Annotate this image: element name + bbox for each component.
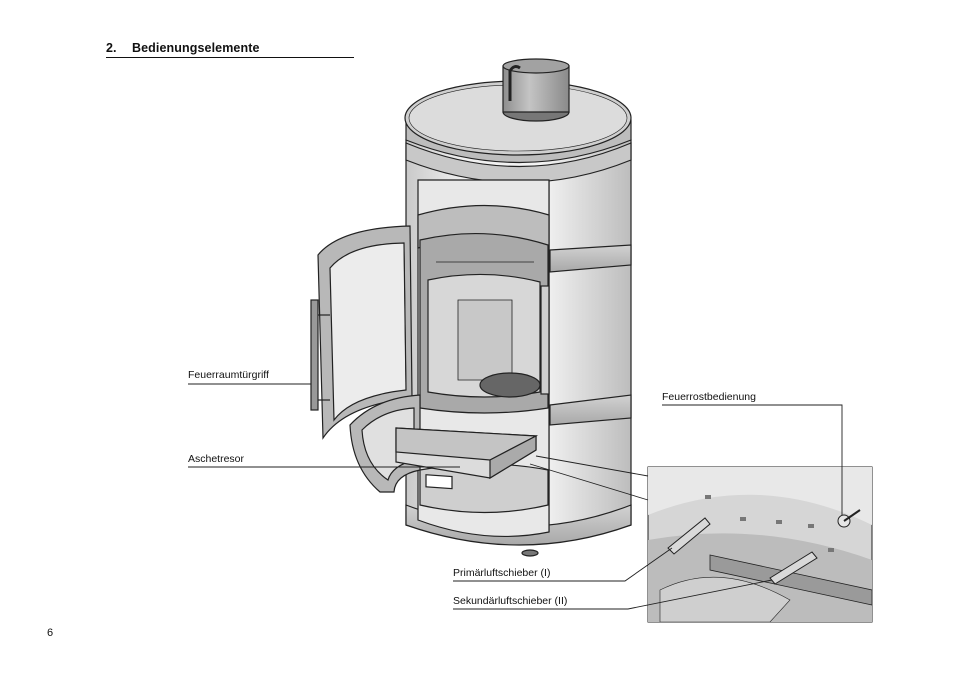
label-secondary-air: Sekundärluftschieber (II) bbox=[453, 595, 568, 607]
page-number: 6 bbox=[47, 627, 54, 639]
label-primary-air: Primärluftschieber (I) bbox=[453, 567, 551, 579]
zoom-lines bbox=[529, 455, 649, 501]
label-ash-box: Aschetresor bbox=[188, 453, 245, 465]
section-heading: 2. Bedienungselemente bbox=[106, 41, 354, 58]
door bbox=[310, 225, 413, 440]
section-number: 2. bbox=[106, 41, 117, 55]
section-title: Bedienungselemente bbox=[132, 41, 260, 55]
label-door-handle: Feuerraumtürgriff bbox=[188, 369, 269, 381]
detail-inset bbox=[647, 466, 873, 623]
label-grate-control: Feuerrostbedienung bbox=[662, 391, 756, 403]
ash-drawer bbox=[395, 427, 539, 490]
leader-lines bbox=[188, 383, 843, 610]
